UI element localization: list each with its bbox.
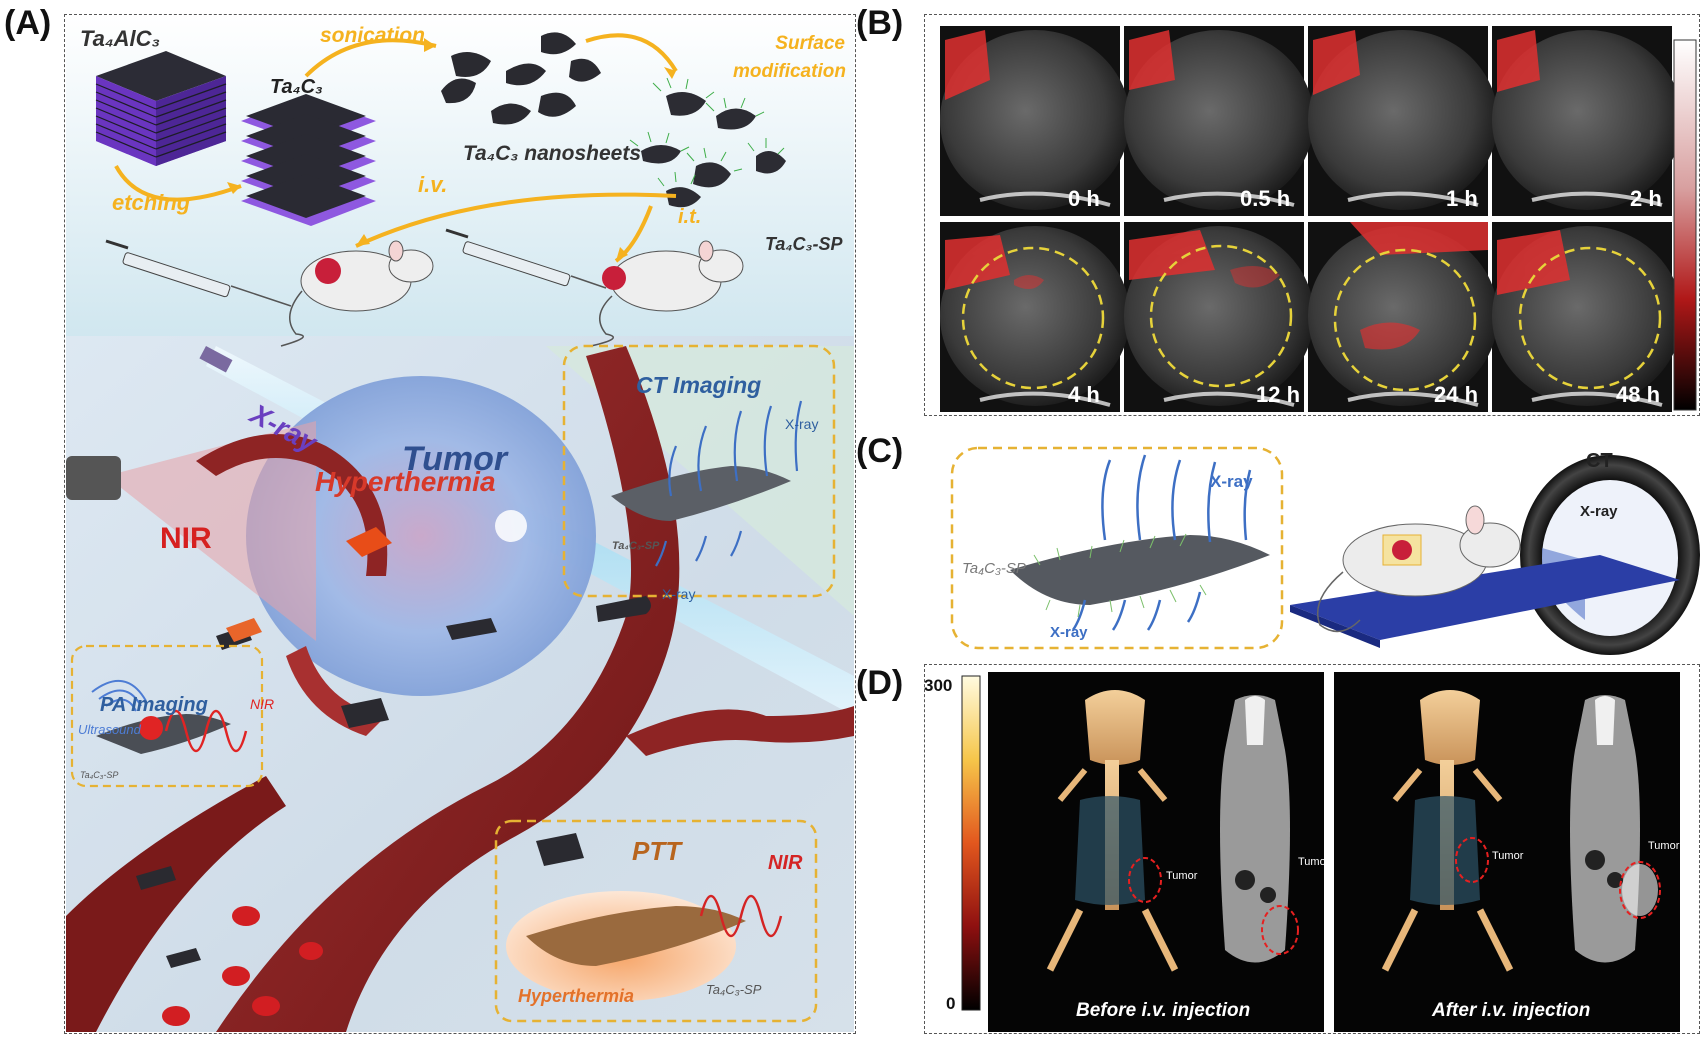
tumor-label-before-slice: Tumor [1298,856,1330,868]
pa-box-material: Ta₄C₃-SP [80,770,119,780]
panel-label-c: (C) [856,432,904,470]
ct-imaging-box [562,344,836,598]
time-label-7: 48 h [1616,382,1661,407]
ct-box-xray-in: X-ray [785,416,819,432]
label-nanosheets: Ta₄C₃ nanosheets [463,142,641,165]
time-label-6: 24 h [1434,382,1479,407]
label-surface-modification: Surface modification [733,33,846,82]
mouse-right [590,240,744,347]
nir-laser-source [66,456,121,500]
hyperthermia-spark [346,527,392,557]
panel-c-ct-label: CT [1586,450,1613,472]
panel-a-illustration [66,16,854,1032]
caption-before: Before i.v. injection [1076,1000,1251,1021]
time-label-1: 0.5 h [1240,186,1291,211]
mouse-left [280,240,434,347]
panel-a-frame [64,14,856,1034]
blood-vessel-main [216,346,680,1032]
ct-box-material: Ta₄C₃-SP [612,540,660,552]
label-ta4c3-sp: Ta₄C₃-SP [765,234,843,254]
label-it: i.t. [678,206,702,228]
label-hyperthermia: Hyperthermia [315,466,496,497]
nanosheets [441,32,601,125]
ct-bed [1290,555,1680,640]
blood-cells [162,906,323,1026]
label-tumor: Tumor [402,440,508,478]
ptt-box-nir: NIR [768,852,803,874]
scale-max: 300 [924,676,953,695]
panel-c-xray-in: X-ray [1210,472,1253,491]
iv-arrow [355,192,677,248]
panel-a-svg [66,16,854,1032]
syringe-right [445,228,607,289]
panel-b-frame [924,14,1700,416]
ptt-sheet [526,906,746,966]
ct-box-xray-out: X-ray [662,586,696,602]
time-label-5: 12 h [1256,382,1301,407]
ptt-box-hyperthermia: Hyperthermia [518,986,635,1006]
panel-c-sheet [1010,535,1270,605]
modification-arrow [585,33,678,73]
tumor-label-after-3d: Tumor [1492,850,1524,862]
etched-layers [241,94,376,226]
sonication-arrow [304,38,437,78]
ct-box-title: CT Imaging [636,372,762,398]
ct-box-sheet [611,466,791,521]
label-iv: i.v. [418,172,448,197]
panel-label-d: (D) [856,664,904,702]
time-label-3: 2 h [1630,186,1662,211]
time-label-4: 4 h [1068,382,1100,407]
nir-cone [106,421,316,641]
panel-d-frame [924,664,1700,1034]
label-nir: NIR [160,522,212,555]
tumor-label-before-3d: Tumor [1166,870,1198,882]
ptt-box-title: PTT [632,836,682,866]
pa-box-ultrasound: Ultrasound [78,722,141,737]
panel-c-xray-out: X-ray [1050,624,1088,641]
scale-min: 0 [946,994,956,1013]
caption-after: After i.v. injection [1432,1000,1591,1021]
ptt-box-material: Ta₄C₃-SP [706,982,762,997]
panel-c-material: Ta₄C₃-SP [962,560,1026,577]
modified-sheets [629,77,786,208]
syringe-left [105,239,292,307]
pa-box-title: PA Imaging [100,694,208,716]
panel-label-a: (A) [4,4,52,42]
max-phase-layers [95,51,227,166]
tumor-label-after-slice: Tumor [1648,840,1680,852]
pa-imaging-box [70,644,264,788]
time-label-0: 0 h [1068,186,1100,211]
time-label-2: 1 h [1446,186,1478,211]
label-ta4c3: Ta₄C₃ [270,76,323,98]
blood-vessel-branch [196,434,388,576]
pa-box-nir: NIR [250,696,275,712]
label-etching: etching [112,190,191,215]
label-sonication: sonication [320,24,426,47]
ct-scanner-ring [1520,455,1700,655]
label-ta4alc3: Ta₄AlC₃ [80,26,161,51]
etching-arrow [114,165,242,202]
ptt-box [494,819,818,1023]
panel-label-b: (B) [856,4,904,42]
ct-mouse [1316,505,1521,633]
panel-c-ring-xray: X-ray [1580,503,1618,520]
